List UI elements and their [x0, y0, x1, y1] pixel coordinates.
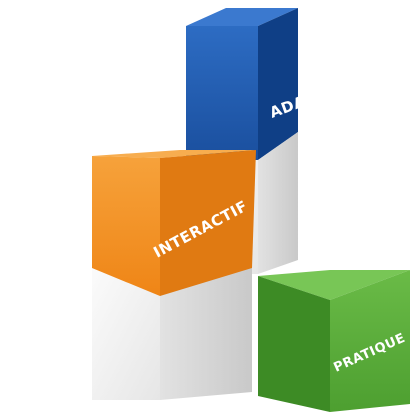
- green-cube-top: [258, 270, 410, 300]
- white-cube-middle-side: [258, 132, 298, 274]
- orange-cube-side: [160, 150, 256, 296]
- white-cube-bottom-side: [160, 268, 252, 400]
- blue-cube-top: [186, 8, 298, 26]
- blue-cube-front: [186, 26, 258, 160]
- blue-cube: [186, 8, 298, 160]
- white-cube-bottom: [92, 268, 252, 400]
- green-cube-front: [258, 276, 330, 412]
- orange-cube: [92, 150, 256, 296]
- blue-cube-side: [258, 8, 298, 160]
- white-cube-bottom-front: [92, 268, 160, 400]
- green-cube-side: [330, 270, 410, 412]
- green-cube: [258, 270, 410, 412]
- orange-cube-top: [92, 150, 256, 158]
- orange-cube-front: [92, 156, 160, 296]
